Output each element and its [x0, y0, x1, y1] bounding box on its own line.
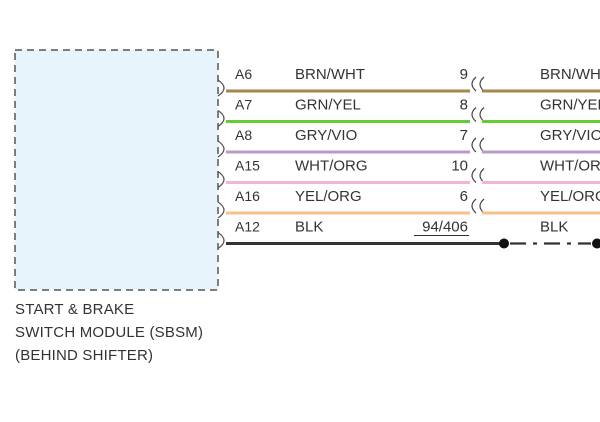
pin-label-a15: A15	[235, 158, 260, 174]
wire-color-code-a15: WHT/ORG	[295, 158, 368, 175]
pin-terminal-a12	[217, 231, 225, 250]
module-name-line-3: (BEHIND SHIFTER)	[15, 347, 154, 364]
inline-connector-icon-a6	[471, 76, 485, 92]
pin-terminal-a8	[217, 140, 225, 158]
right-wire-color-code-a12: BLK	[540, 219, 568, 236]
pin-terminal-a16	[217, 201, 225, 219]
connector-cavity-a16: 6	[460, 188, 468, 205]
sbsm-module-box	[14, 49, 219, 291]
connector-cavity-a8: 7	[460, 127, 468, 144]
inline-connector-icon-a16	[471, 198, 485, 214]
wire-color-code-a16: YEL/ORG	[295, 188, 362, 205]
pin-label-a7: A7	[235, 97, 252, 113]
pin-terminal-a6	[217, 79, 225, 97]
pin-label-a16: A16	[235, 188, 260, 204]
connector-cavity-a15: 10	[451, 158, 468, 175]
module-name-line-1: START & BRAKE	[15, 301, 135, 318]
pin-terminal-a15	[217, 170, 225, 189]
right-wire-color-code-a15: WHT/ORG	[540, 158, 600, 175]
splice-dot-left	[499, 238, 509, 249]
connector-cavity-a7: 8	[460, 97, 468, 114]
right-wire-color-code-a8: GRY/VIO	[540, 127, 600, 144]
pin-label-a6: A6	[235, 66, 252, 82]
wire-color-code-a7: GRN/YEL	[295, 97, 361, 114]
inline-connector-icon-a8	[471, 137, 485, 153]
wire-color-code-a6: BRN/WHT	[295, 66, 365, 83]
pin-label-a8: A8	[235, 127, 252, 143]
inline-connector-icon-a7	[471, 107, 485, 122]
module-caption: START & BRAKE SWITCH MODULE (SBSM) (BEHI…	[15, 298, 203, 367]
inline-connector-icon-a15	[471, 168, 485, 183]
right-wire-color-code-a16: YEL/ORG	[540, 188, 600, 205]
right-wire-color-code-a7: GRN/YEL	[540, 97, 600, 114]
wire-color-code-a8: GRY/VIO	[295, 127, 357, 144]
wire-color-code-a12: BLK	[295, 219, 323, 236]
connector-cavity-a6: 9	[460, 66, 468, 83]
ground-reference-a12: 94/406	[422, 219, 468, 236]
module-name-line-2: SWITCH MODULE (SBSM)	[15, 324, 204, 341]
pin-label-a12: A12	[235, 219, 260, 235]
right-wire-color-code-a6: BRN/WHT	[540, 66, 600, 83]
pin-terminal-a7	[217, 109, 225, 128]
wire-harness: A6 BRN/WHT 9 BRN/WHT A7 GRN/YEL 8 GRN/YEL A8 GRY/…	[217, 66, 600, 250]
splice-dot-right	[592, 238, 600, 249]
